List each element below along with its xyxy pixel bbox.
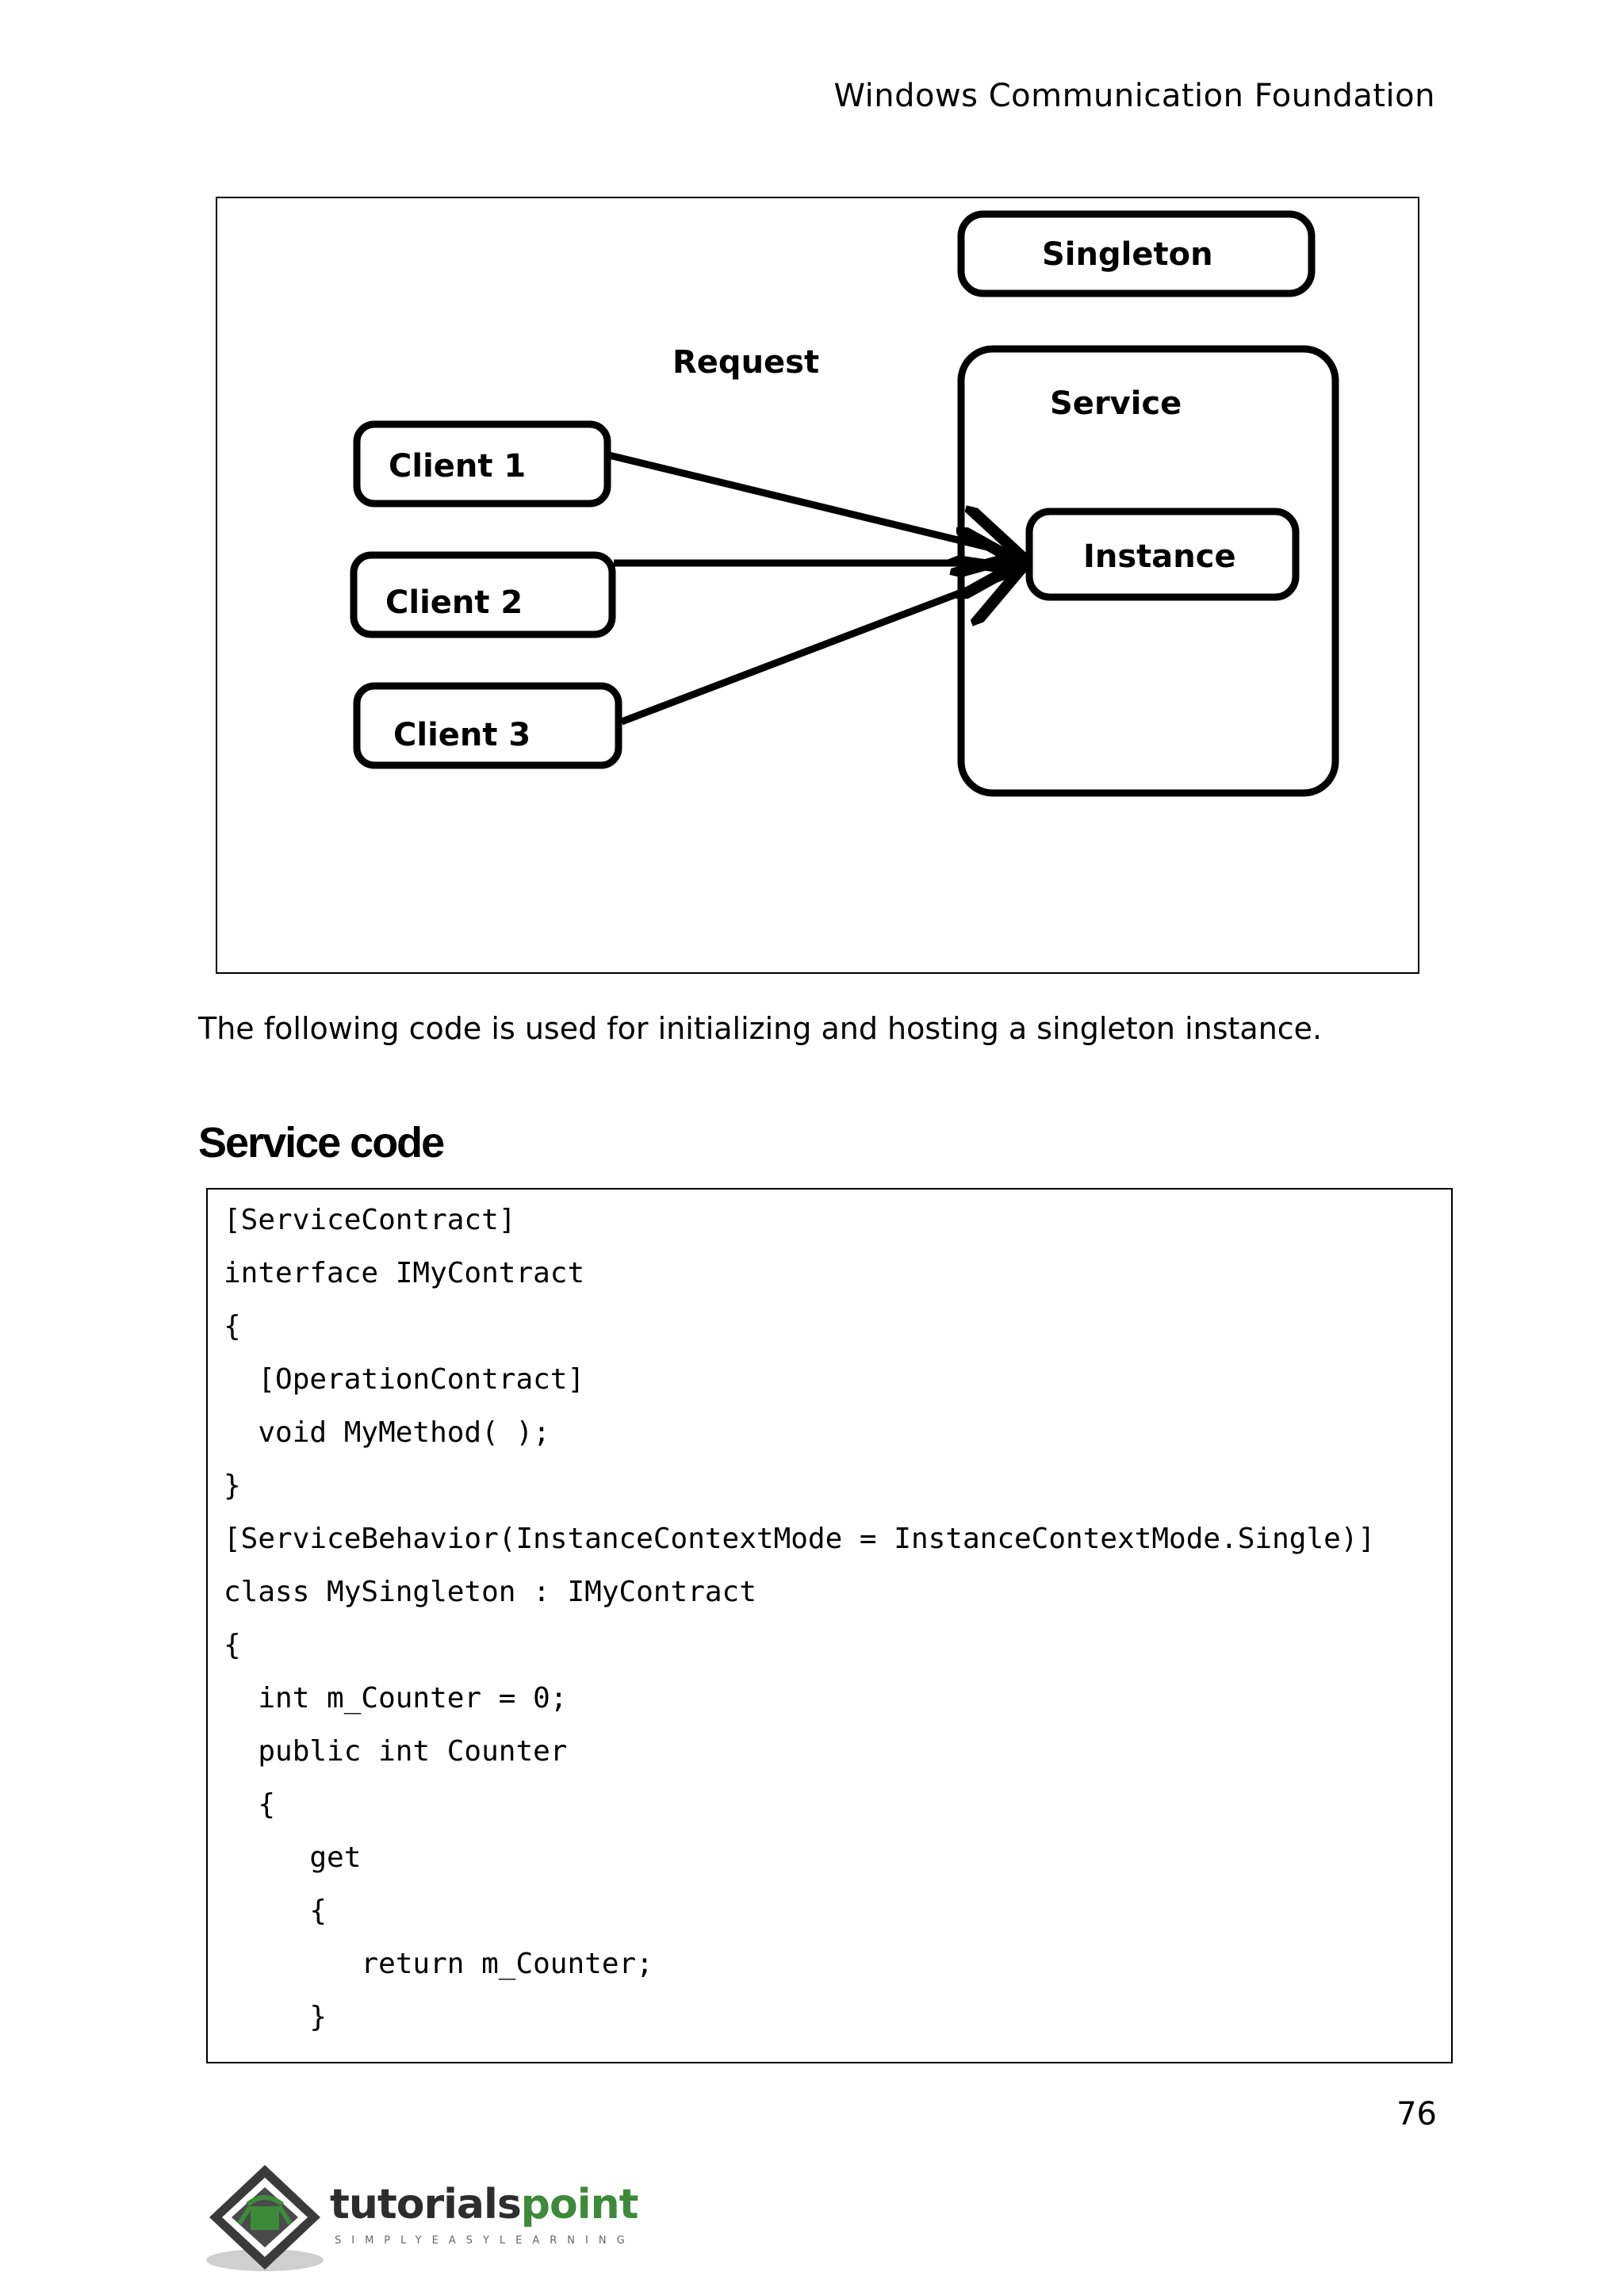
code-line: [ServiceBehavior(InstanceContextMode = I…: [224, 1523, 1376, 1555]
client-1-label: Client 1: [389, 448, 526, 485]
intro-paragraph: The following code is used for initializ…: [198, 1011, 1323, 1046]
logo-word-tutorials: tutorials: [330, 2181, 522, 2228]
code-line: {: [224, 1895, 327, 1927]
service-label: Service: [1050, 385, 1182, 422]
logo-tagline: SIMPLYEASYLEARNING: [335, 2235, 635, 2247]
page-number: 76: [1396, 2096, 1437, 2132]
code-block: [ServiceContract] interface IMyContract …: [206, 1188, 1453, 2063]
code-line: }: [224, 2001, 327, 2033]
code-line: class MySingleton : IMyContract: [224, 1576, 756, 1608]
instance-label: Instance: [1083, 538, 1236, 575]
client-2-label: Client 2: [385, 584, 523, 621]
code-line: public int Counter: [224, 1735, 568, 1768]
code-line: int m_Counter = 0;: [224, 1682, 568, 1715]
code-line: get: [224, 1841, 362, 1874]
code-line: {: [224, 1629, 241, 1661]
tutorialspoint-logo: tutorialspoint SIMPLYEASYLEARNING: [203, 2159, 638, 2281]
code-line: }: [224, 1469, 241, 1502]
logo-emblem-icon: [206, 2165, 324, 2271]
request-arrow-client-1: [607, 451, 1013, 554]
request-arrow-client-3: [620, 573, 1013, 726]
singleton-label: Singleton: [1042, 236, 1213, 273]
client-2-box: [350, 551, 616, 638]
client-1-box: [353, 420, 611, 508]
logo-wordmark: tutorialspoint: [330, 2181, 638, 2228]
code-line: [ServiceContract]: [224, 1204, 516, 1236]
code-line: {: [224, 1788, 276, 1821]
code-line: interface IMyContract: [224, 1257, 585, 1289]
code-line: return m_Counter;: [224, 1948, 653, 1980]
client-3-box: [353, 682, 622, 769]
code-line: {: [224, 1310, 241, 1343]
running-header: Windows Communication Foundation: [833, 78, 1435, 114]
logo-word-point: point: [520, 2181, 639, 2228]
section-heading: Service code: [198, 1119, 445, 1167]
singleton-diagram: Singleton Request Service Instance Clien…: [216, 197, 1419, 974]
request-label: Request: [672, 344, 819, 381]
code-line: void MyMethod( );: [224, 1416, 550, 1449]
singleton-box: [957, 210, 1316, 297]
code-line: [OperationContract]: [224, 1363, 585, 1396]
client-3-label: Client 3: [393, 717, 530, 753]
